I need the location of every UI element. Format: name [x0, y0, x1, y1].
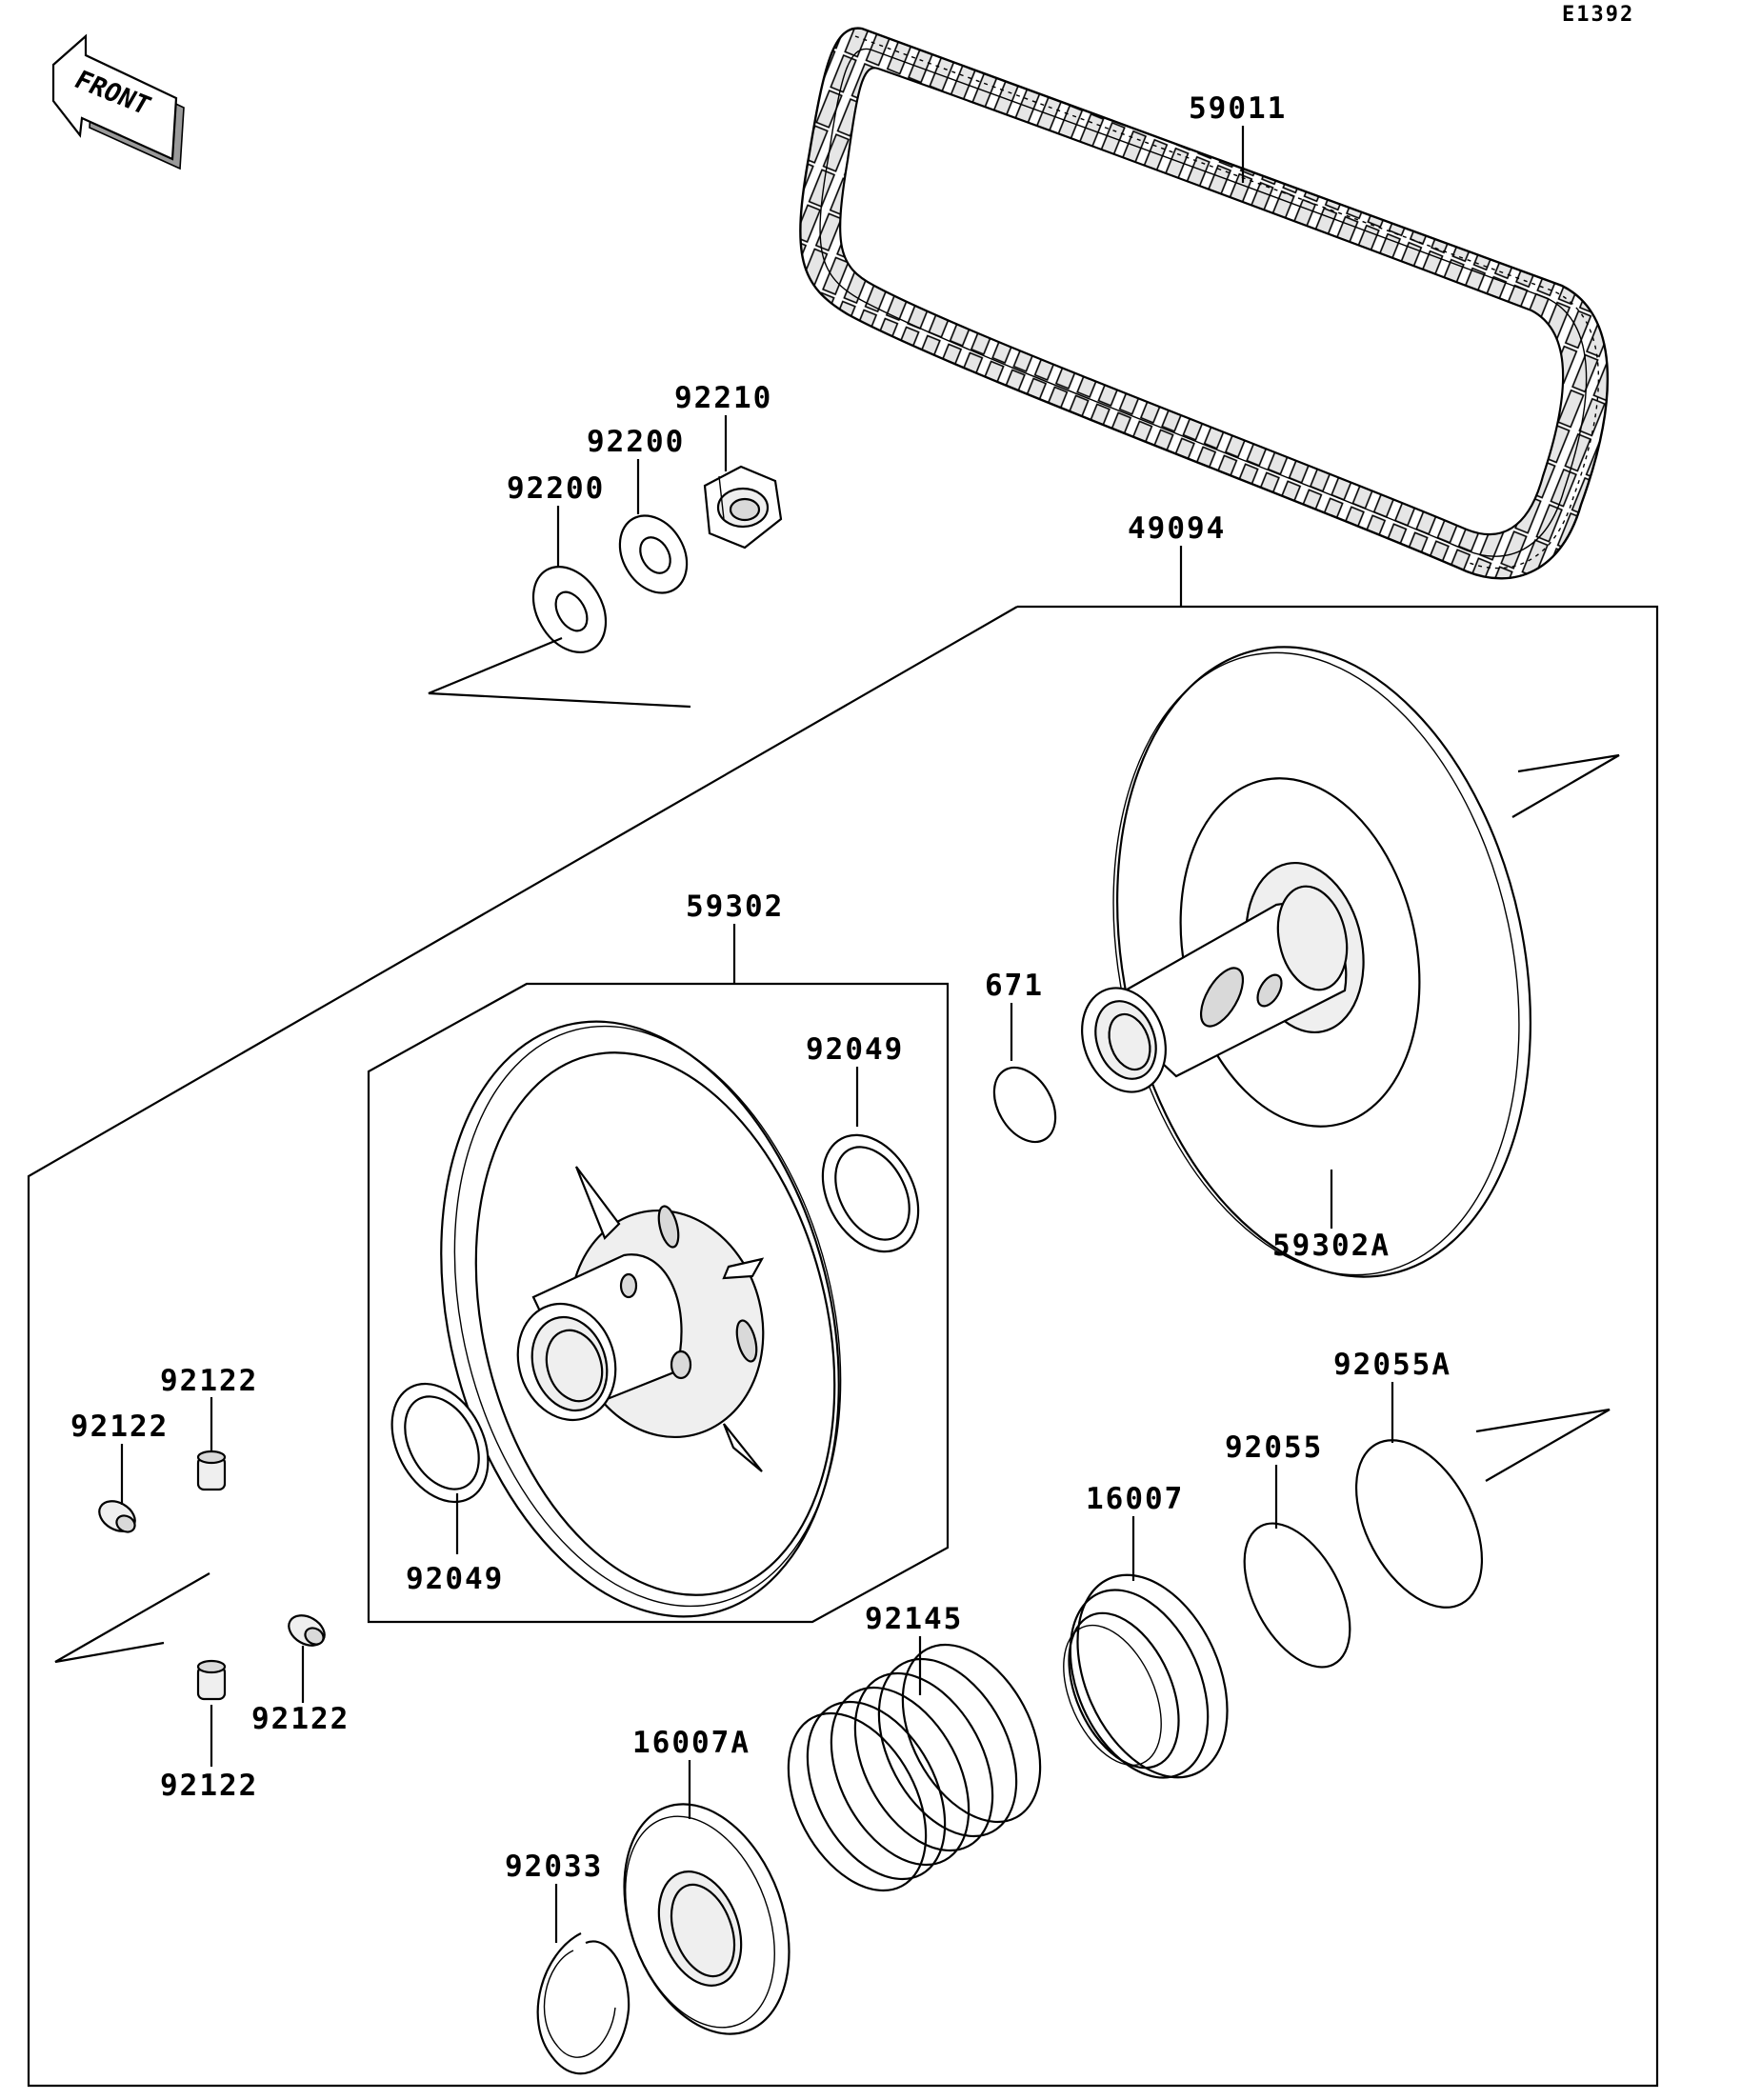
- weight-92122-a: [196, 1450, 227, 1491]
- label-circlip: 92033: [505, 1850, 603, 1884]
- front-arrow-icon: FRONT: [51, 33, 185, 170]
- label-weight-a: 92122: [160, 1364, 258, 1398]
- label-drive-belt: 59011: [1189, 91, 1287, 126]
- label-ring: 92055: [1225, 1430, 1323, 1465]
- o-ring-671: [992, 1066, 1057, 1144]
- label-fixed-sheave: 59302A: [1272, 1229, 1391, 1263]
- spring-seat-16007a: [623, 1803, 790, 2035]
- label-washer-lower: 92200: [507, 471, 605, 506]
- movable-sheave: [440, 1020, 842, 1618]
- weight-92122-d: [196, 1659, 227, 1701]
- washer-92200-upper: [618, 514, 689, 594]
- label-cam: 16007: [1086, 1482, 1184, 1516]
- cam-16007: [1063, 1573, 1229, 1779]
- label-o-ring: 671: [985, 969, 1044, 1003]
- diagram-reference: E1392: [1562, 3, 1634, 27]
- nut-92210: [703, 465, 783, 550]
- label-weight-b: 92122: [70, 1410, 169, 1444]
- circlip-92033: [536, 1932, 630, 2075]
- spring-92145: [787, 1643, 1042, 1892]
- label-bushing-upper: 92049: [806, 1032, 904, 1067]
- drive-belt: [799, 27, 1610, 580]
- label-weight-c: 92122: [251, 1702, 350, 1736]
- label-sheave-assembly: 59302: [686, 890, 784, 924]
- bushing-92049-upper: [821, 1133, 920, 1253]
- label-spring: 92145: [865, 1602, 963, 1636]
- fixed-sheave: [1081, 646, 1531, 1278]
- washer-92200-lower: [531, 565, 608, 654]
- ring-92055a: [1354, 1439, 1484, 1609]
- bushing-92049-lower: [390, 1382, 490, 1504]
- label-nut: 92210: [674, 381, 772, 415]
- label-washer-upper: 92200: [587, 425, 685, 459]
- label-weight-d: 92122: [160, 1769, 258, 1803]
- label-ring-a: 92055A: [1333, 1348, 1451, 1382]
- weight-92122-b: [98, 1500, 136, 1533]
- weight-92122-c: [288, 1614, 326, 1647]
- label-bushing-lower: 92049: [406, 1562, 504, 1596]
- label-driven-pulley-assembly: 49094: [1128, 511, 1226, 546]
- ring-92055: [1243, 1522, 1351, 1669]
- label-spring-seat: 16007A: [632, 1726, 750, 1760]
